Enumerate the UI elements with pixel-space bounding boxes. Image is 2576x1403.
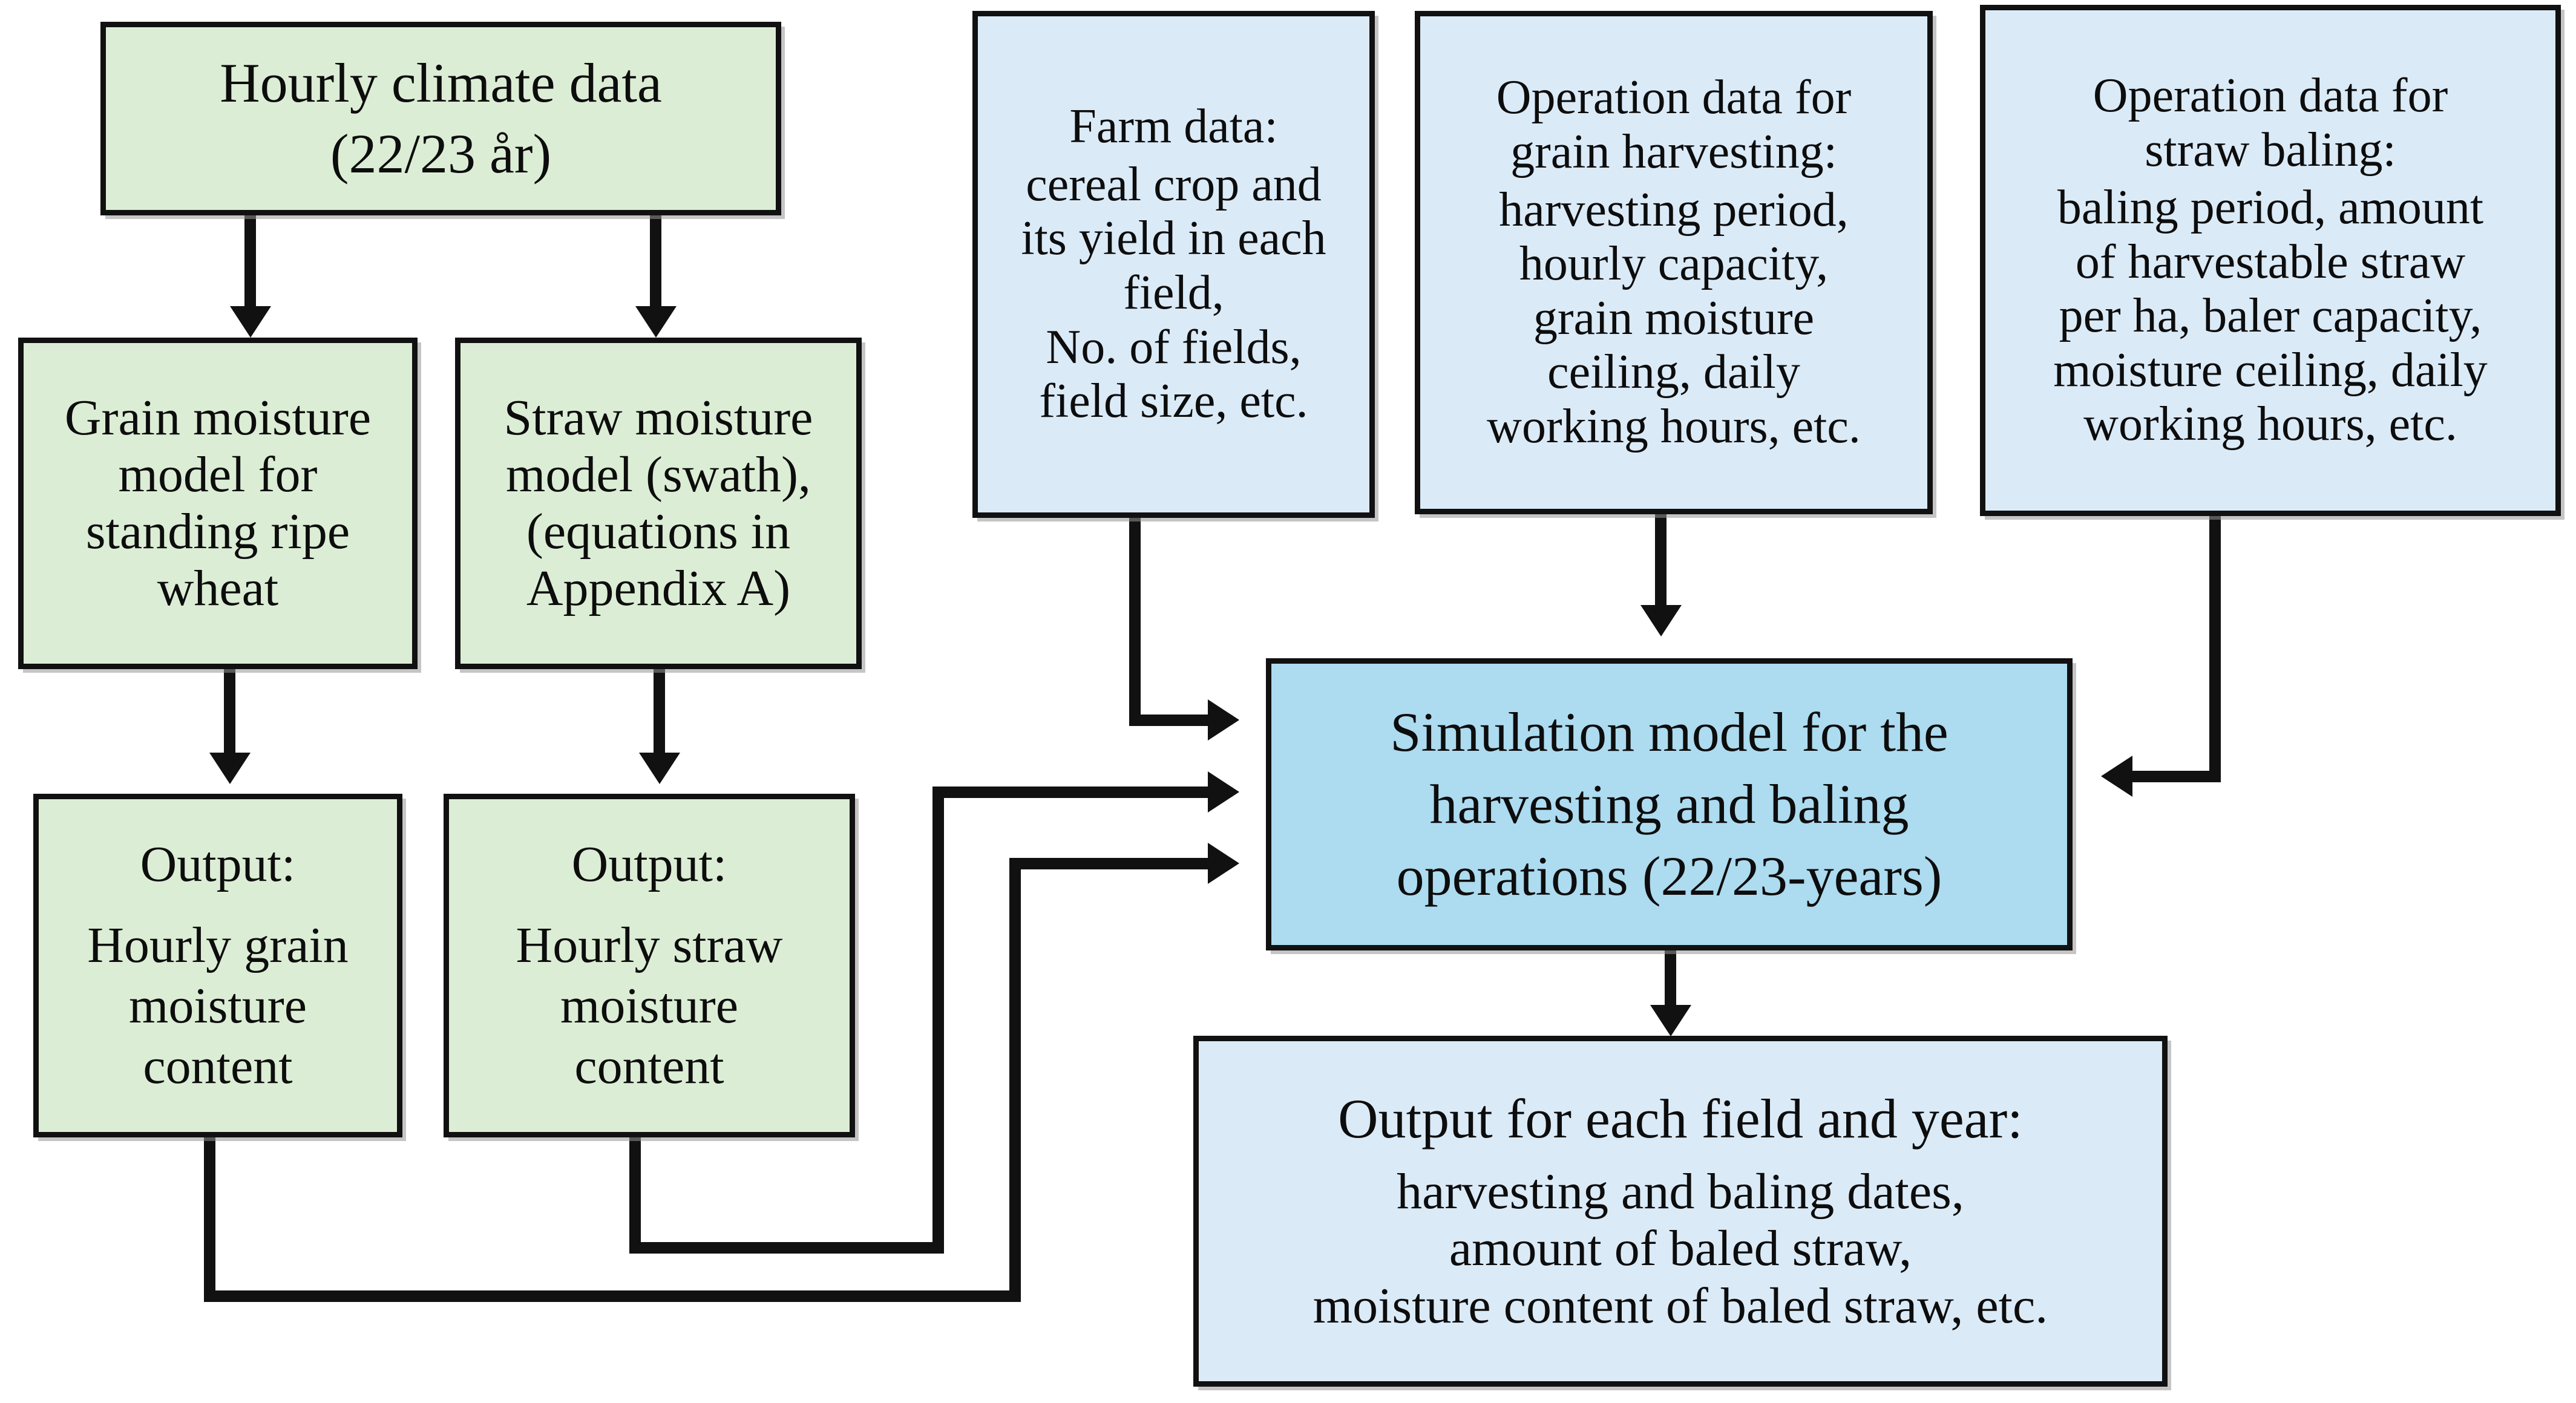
edge-grain-output-to-sim-up — [1009, 858, 1021, 1302]
edge-grain-output-to-sim-arrowhead — [1208, 843, 1239, 884]
edge-farm-to-sim-horizontal — [1129, 715, 1209, 726]
edge-straw-model-to-straw-output-stem — [654, 669, 665, 759]
climate-line-2: (22/23 år) — [330, 123, 552, 185]
harvest-data-heading-1: Operation data for — [1496, 71, 1852, 125]
edge-straw-output-to-sim-up — [932, 787, 944, 1254]
node-grain-output[interactable]: Output: Hourly grain moisture content — [33, 794, 402, 1137]
node-simulation-model[interactable]: Simulation model for the harvesting and … — [1266, 658, 2073, 950]
edge-grain-output-to-sim-right1 — [204, 1290, 1021, 1302]
climate-line-1: Hourly climate data — [220, 51, 662, 114]
final-output-line-3: moisture content of baled straw, etc. — [1313, 1277, 2048, 1334]
node-hourly-climate-data[interactable]: Hourly climate data (22/23 år) — [100, 22, 781, 215]
edge-straw-output-to-sim-right1 — [629, 1242, 944, 1254]
node-harvest-operation-data[interactable]: Operation data for grain harvesting: har… — [1415, 11, 1933, 514]
final-output-line-2: amount of baled straw, — [1449, 1220, 1912, 1277]
baling-data-heading-2: straw baling: — [2145, 123, 2396, 177]
node-straw-output[interactable]: Output: Hourly straw moisture content — [444, 794, 855, 1137]
final-output-heading: Output for each field and year: — [1338, 1088, 2023, 1150]
baling-data-line-4: moisture ceiling, daily — [2053, 343, 2488, 397]
baling-data-line-5: working hours, etc. — [2083, 397, 2457, 451]
straw-model-line-2: model (swath), — [506, 446, 811, 503]
edge-farm-to-sim-vertical — [1129, 518, 1141, 726]
farm-data-heading: Farm data: — [1069, 100, 1278, 154]
straw-model-line-3: (equations in — [526, 503, 791, 560]
grain-output-line-3: content — [143, 1038, 293, 1095]
baling-data-heading-1: Operation data for — [2093, 68, 2448, 122]
farm-data-line-5: field size, etc. — [1039, 374, 1308, 428]
baling-data-line-3: per ha, baler capacity, — [2059, 289, 2482, 343]
harvest-data-line-4: ceiling, daily — [1547, 345, 1800, 399]
harvest-data-line-3: grain moisture — [1533, 291, 1815, 345]
grain-output-line-1: Hourly grain — [87, 917, 349, 973]
edge-farm-to-sim-arrowhead — [1208, 699, 1239, 741]
final-output-line-1: harvesting and baling dates, — [1397, 1163, 1964, 1220]
grain-model-line-4: wheat — [157, 560, 279, 617]
edge-grain-output-to-sim-down — [204, 1137, 215, 1302]
straw-output-line-2: moisture — [560, 978, 738, 1034]
node-grain-moisture-model[interactable]: Grain moisture model for standing ripe w… — [18, 338, 418, 669]
farm-data-line-1: cereal crop and — [1026, 157, 1322, 211]
straw-output-heading: Output: — [571, 836, 727, 892]
baling-data-line-1: baling period, amount — [2057, 181, 2484, 235]
node-straw-moisture-model[interactable]: Straw moisture model (swath), (equations… — [455, 338, 862, 669]
edge-harvest-to-sim-arrowhead — [1640, 605, 1682, 636]
edge-grain-model-to-grain-output-stem — [224, 669, 235, 759]
edge-harvest-to-sim-stem — [1655, 514, 1667, 611]
grain-model-line-2: model for — [118, 446, 318, 503]
simulation-model-line-2: harvesting and baling — [1429, 773, 1909, 835]
edge-straw-output-to-sim-down — [629, 1137, 641, 1254]
grain-model-line-3: standing ripe — [85, 503, 350, 560]
simulation-model-line-3: operations (22/23-years) — [1396, 845, 1942, 908]
grain-output-line-2: moisture — [129, 978, 307, 1034]
edge-straw-model-to-straw-output-arrowhead — [639, 753, 680, 784]
harvest-data-heading-2: grain harvesting: — [1510, 125, 1837, 179]
harvest-data-line-1: harvesting period, — [1499, 183, 1849, 237]
edge-sim-to-output-stem — [1665, 950, 1676, 1018]
harvest-data-line-5: working hours, etc. — [1487, 399, 1861, 453]
edge-climate-to-straw-model-arrowhead — [635, 306, 677, 338]
node-farm-data[interactable]: Farm data: cereal crop and its yield in … — [972, 11, 1375, 518]
edge-straw-output-to-sim-right2 — [932, 787, 1211, 798]
edge-baling-to-sim-arrowhead — [2101, 756, 2132, 797]
farm-data-line-4: No. of fields, — [1046, 320, 1302, 374]
straw-model-line-4: Appendix A) — [526, 560, 791, 617]
edge-baling-to-sim-horizontal — [2132, 771, 2221, 782]
baling-data-line-2: of harvestable straw — [2075, 235, 2466, 289]
grain-model-line-1: Grain moisture — [64, 389, 372, 446]
farm-data-line-3: field, — [1123, 266, 1224, 319]
grain-output-heading: Output: — [140, 836, 296, 892]
edge-grain-model-to-grain-output-arrowhead — [209, 753, 251, 784]
straw-output-line-3: content — [574, 1038, 724, 1095]
straw-output-line-1: Hourly straw — [516, 917, 783, 973]
edge-sim-to-output-arrowhead — [1650, 1005, 1691, 1036]
simulation-model-line-1: Simulation model for the — [1390, 701, 1948, 763]
edge-climate-to-straw-model-stem — [650, 215, 661, 312]
farm-data-line-2: its yield in each — [1021, 212, 1326, 266]
node-baling-operation-data[interactable]: Operation data for straw baling: baling … — [1980, 5, 2561, 516]
edge-climate-to-grain-model-arrowhead — [230, 306, 271, 338]
edge-grain-output-to-sim-right2 — [1009, 858, 1211, 869]
node-final-output[interactable]: Output for each field and year: harvesti… — [1193, 1036, 2168, 1387]
straw-model-line-1: Straw moisture — [503, 389, 813, 446]
harvest-data-line-2: hourly capacity, — [1519, 237, 1829, 291]
edge-baling-to-sim-vertical — [2209, 516, 2221, 782]
edge-climate-to-grain-model-stem — [244, 215, 256, 312]
edge-straw-output-to-sim-arrowhead — [1208, 771, 1239, 813]
